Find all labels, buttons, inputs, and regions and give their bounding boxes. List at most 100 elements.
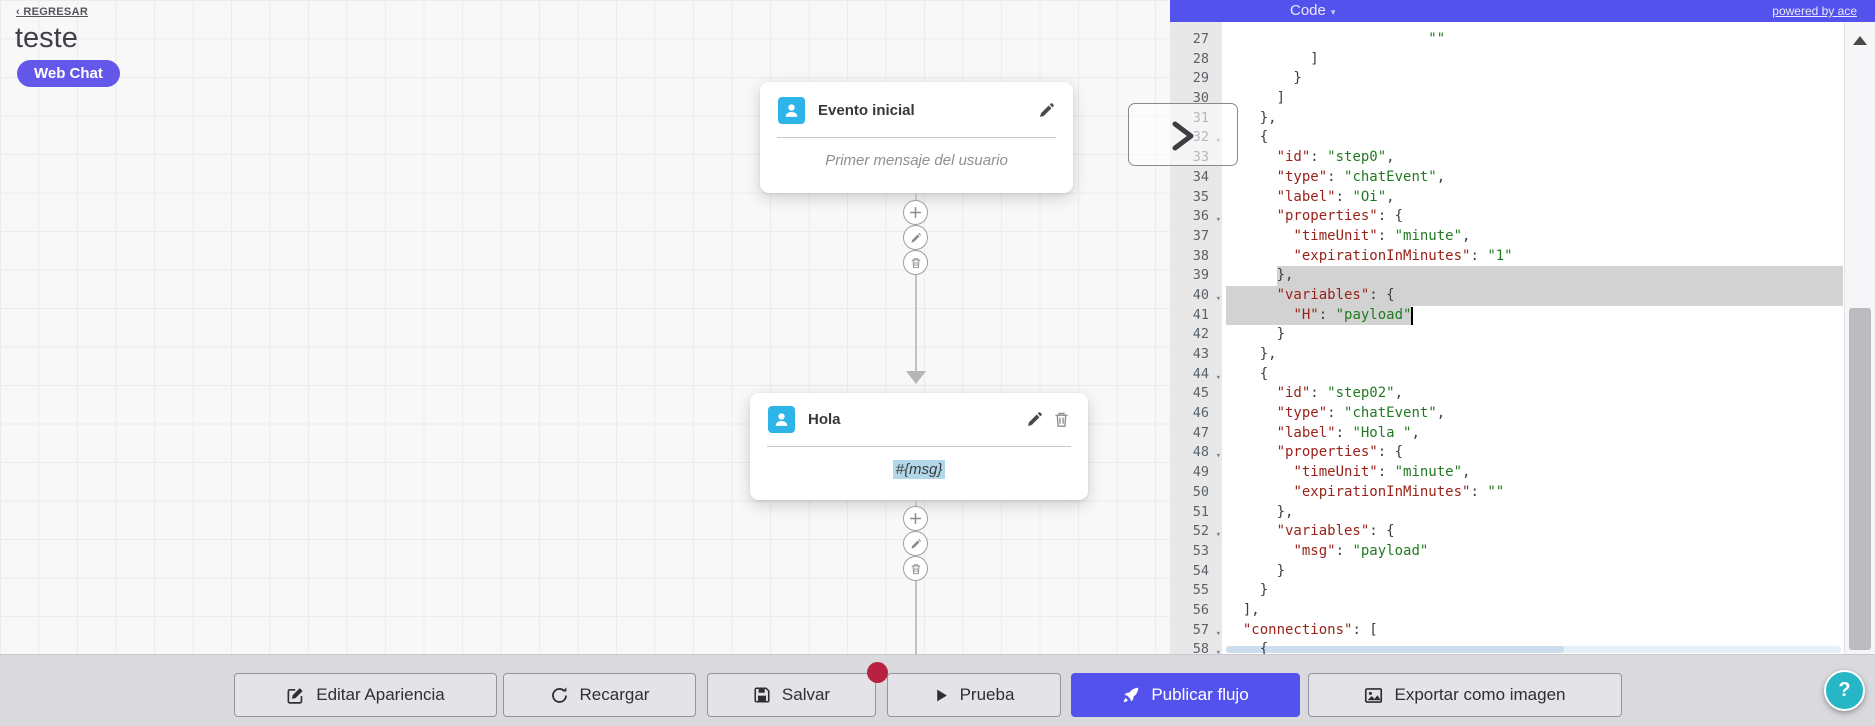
gutter-line-number[interactable]: 56 bbox=[1192, 601, 1209, 618]
code-line[interactable]: "type": "chatEvent", bbox=[1276, 168, 1446, 185]
fold-icon[interactable]: ▾ bbox=[1215, 451, 1221, 462]
gutter-line-number[interactable]: 27 bbox=[1192, 31, 1209, 47]
gutter-line-number[interactable]: 41 bbox=[1192, 306, 1209, 323]
add-step-icon[interactable] bbox=[903, 200, 928, 225]
gutter-line-number[interactable]: 58▾ bbox=[1170, 640, 1222, 654]
code-line[interactable]: }, bbox=[1226, 346, 1277, 362]
scrollbar-thumb[interactable] bbox=[1226, 646, 1565, 653]
flow-node-evento-inicial[interactable]: Evento inicial Primer mensaje del usuari… bbox=[760, 82, 1073, 193]
edit-node-icon[interactable] bbox=[1025, 411, 1043, 429]
code-line[interactable]: "expirationInMinutes": "" bbox=[1293, 483, 1505, 500]
gutter-line-number[interactable]: 51 bbox=[1192, 503, 1209, 520]
vertical-scrollbar[interactable] bbox=[1844, 22, 1875, 654]
code-line[interactable]: "msg": "payload" bbox=[1293, 542, 1429, 559]
gutter-line-number[interactable]: 47 bbox=[1192, 424, 1209, 441]
code-line[interactable]: "id": "step0", bbox=[1276, 149, 1395, 166]
code-line[interactable]: "expirationInMinutes": "1" bbox=[1293, 247, 1513, 264]
gutter-line-number[interactable]: 36▾ bbox=[1170, 207, 1222, 227]
code-line[interactable]: }, bbox=[1226, 109, 1277, 126]
editor-content[interactable]: "" ] } ] }, { "id": "step0", "type": "ch… bbox=[1222, 22, 1843, 654]
gutter-line-number[interactable]: 42 bbox=[1192, 326, 1209, 343]
fold-icon[interactable]: ▾ bbox=[1215, 648, 1221, 654]
edit-appearance-button[interactable]: Editar Apariencia bbox=[234, 673, 497, 717]
code-line[interactable]: "timeUnit": "minute", bbox=[1293, 227, 1471, 244]
test-button[interactable]: Prueba bbox=[887, 673, 1061, 717]
rocket-icon bbox=[1124, 687, 1139, 703]
code-line[interactable]: } bbox=[1226, 562, 1286, 579]
gutter-line-number[interactable]: 54 bbox=[1192, 562, 1209, 579]
gutter-line-number[interactable]: 46 bbox=[1192, 405, 1209, 422]
publish-flow-button[interactable]: Publicar flujo bbox=[1071, 673, 1300, 717]
gutter-line-number[interactable]: 44▾ bbox=[1170, 365, 1222, 385]
ace-editor[interactable]: 272829303132▾33343536▾37383940▾41424344▾… bbox=[1170, 22, 1875, 654]
code-panel-header: Code▾ powered by ace bbox=[1170, 0, 1875, 22]
reload-button[interactable]: Recargar bbox=[503, 673, 696, 717]
code-line[interactable]: { bbox=[1226, 129, 1269, 146]
edit-connection-icon[interactable] bbox=[903, 531, 928, 556]
code-panel-collapse-handle[interactable] bbox=[1128, 103, 1238, 166]
delete-connection-icon[interactable] bbox=[903, 250, 928, 275]
code-line[interactable]: "timeUnit": "minute", bbox=[1293, 464, 1471, 481]
gutter-line-number[interactable]: 50 bbox=[1192, 483, 1209, 500]
code-line[interactable]: } bbox=[1226, 70, 1302, 87]
code-line[interactable]: ] bbox=[1226, 90, 1286, 107]
scroll-up-icon[interactable] bbox=[1853, 36, 1867, 45]
gutter-line-number[interactable]: 35 bbox=[1192, 188, 1209, 205]
fold-icon[interactable]: ▾ bbox=[1215, 530, 1221, 541]
gutter-line-number[interactable]: 43 bbox=[1192, 346, 1209, 362]
fold-icon[interactable]: ▾ bbox=[1215, 628, 1221, 639]
code-line[interactable]: ] bbox=[1226, 50, 1319, 67]
gutter-line-number[interactable]: 45 bbox=[1192, 385, 1209, 402]
help-button[interactable]: ? bbox=[1824, 670, 1865, 711]
back-link[interactable]: ‹ REGRESAR bbox=[16, 6, 89, 18]
gutter-line-number[interactable]: 38 bbox=[1192, 247, 1209, 264]
scrollbar-thumb[interactable] bbox=[1849, 308, 1871, 650]
flow-node-hola[interactable]: Hola #{msg} bbox=[750, 393, 1088, 500]
delete-connection-icon[interactable] bbox=[903, 556, 928, 581]
code-line[interactable]: "variables": { bbox=[1276, 523, 1395, 540]
powered-by-ace-link[interactable]: powered by ace bbox=[1772, 4, 1857, 18]
code-line[interactable]: { bbox=[1226, 365, 1269, 382]
gutter-line-number[interactable]: 30 bbox=[1192, 90, 1209, 107]
edit-connection-icon[interactable] bbox=[903, 225, 928, 250]
fold-icon[interactable]: ▾ bbox=[1215, 215, 1221, 226]
code-mode-dropdown[interactable]: Code▾ bbox=[1290, 2, 1336, 19]
gutter-line-number[interactable]: 57▾ bbox=[1170, 621, 1222, 641]
code-line[interactable]: }, bbox=[1226, 267, 1294, 284]
code-line[interactable]: "properties": { bbox=[1276, 208, 1404, 225]
gutter-line-number[interactable]: 39 bbox=[1192, 267, 1209, 284]
code-line[interactable]: }, bbox=[1226, 503, 1294, 520]
code-line[interactable]: "properties": { bbox=[1276, 444, 1404, 461]
gutter-line-number[interactable]: 53 bbox=[1192, 542, 1209, 559]
edit-node-icon[interactable] bbox=[1037, 102, 1055, 120]
export-image-button[interactable]: Exportar como imagen bbox=[1308, 673, 1622, 717]
gutter-line-number[interactable]: 29 bbox=[1192, 70, 1209, 87]
code-line[interactable]: "id": "step02", bbox=[1276, 385, 1404, 402]
code-line[interactable]: { bbox=[1226, 641, 1269, 654]
horizontal-scrollbar[interactable] bbox=[1226, 646, 1841, 653]
code-line[interactable]: "label": "Hola ", bbox=[1276, 424, 1420, 441]
gutter-line-number[interactable]: 34 bbox=[1192, 168, 1209, 185]
gutter-line-number[interactable]: 28 bbox=[1192, 50, 1209, 67]
flow-canvas[interactable]: ‹ REGRESAR teste Web Chat Evento inicial… bbox=[0, 0, 1170, 654]
code-line[interactable]: "connections": [ bbox=[1242, 621, 1378, 638]
gutter-line-number[interactable]: 40▾ bbox=[1170, 286, 1222, 306]
code-line[interactable]: "label": "Oi", bbox=[1276, 188, 1395, 205]
code-line[interactable]: ], bbox=[1226, 601, 1260, 618]
add-step-icon[interactable] bbox=[903, 506, 928, 531]
code-line[interactable]: "H": "payload" bbox=[1293, 306, 1412, 323]
gutter-line-number[interactable]: 55 bbox=[1192, 582, 1209, 599]
code-line[interactable]: "variables": { bbox=[1276, 286, 1395, 303]
code-line[interactable]: } bbox=[1226, 326, 1286, 343]
code-line[interactable]: "" bbox=[1428, 31, 1446, 47]
gutter-line-number[interactable]: 49 bbox=[1192, 464, 1209, 481]
gutter-line-number[interactable]: 37 bbox=[1192, 227, 1209, 244]
delete-node-icon[interactable] bbox=[1052, 411, 1070, 429]
fold-icon[interactable]: ▾ bbox=[1215, 293, 1221, 304]
gutter-line-number[interactable]: 48▾ bbox=[1170, 443, 1222, 463]
fold-icon[interactable]: ▾ bbox=[1215, 372, 1221, 383]
code-line[interactable]: "type": "chatEvent", bbox=[1276, 405, 1446, 422]
gutter-line-number[interactable]: 52▾ bbox=[1170, 522, 1222, 542]
save-button[interactable]: Salvar bbox=[707, 673, 876, 717]
code-line[interactable]: } bbox=[1226, 582, 1269, 599]
